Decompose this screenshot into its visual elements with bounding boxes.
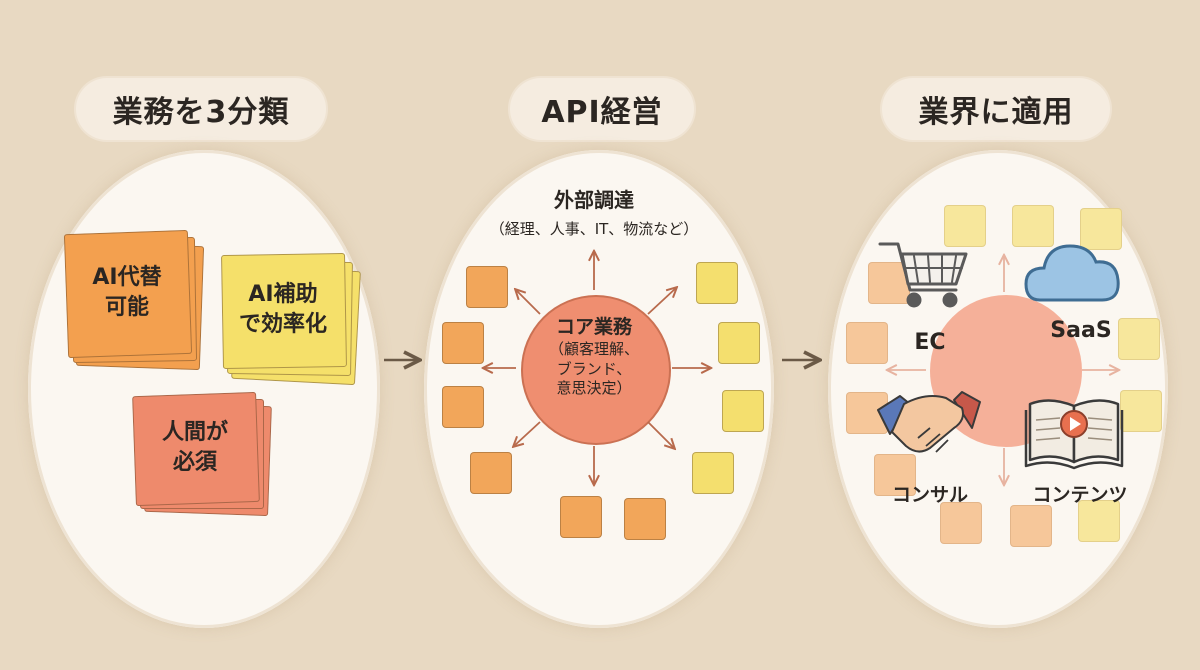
outsourced-task-square	[718, 322, 760, 364]
shopping-cart-icon	[878, 242, 968, 308]
background-square	[1010, 505, 1052, 547]
outsourced-task-square	[470, 452, 512, 494]
core-business-title: コア業務	[555, 316, 632, 338]
core-business-circle	[521, 295, 671, 445]
background-square	[1012, 205, 1054, 247]
classify-panel	[28, 150, 380, 628]
note-label: 人間が 必須	[161, 420, 228, 475]
outsourced-task-square	[560, 496, 602, 538]
cloud-icon	[1024, 244, 1120, 302]
background-square	[1118, 318, 1160, 360]
background-square	[944, 205, 986, 247]
outsourced-task-square	[442, 386, 484, 428]
core-business-detail: （顧客理解、 ブランド、 意思決定）	[548, 340, 639, 397]
section-title-classify: 業務を3分類	[76, 78, 326, 140]
open-book-play-icon	[1024, 399, 1124, 470]
handshake-icon	[877, 391, 981, 453]
section-title-text: API経営	[541, 95, 663, 130]
outsourced-task-square	[722, 390, 764, 432]
section-title-api: API経営	[510, 78, 694, 140]
outsource-title: 外部調達	[554, 188, 634, 212]
sticky-note-ai-replaceable: AI代替 可能	[63, 229, 205, 371]
section-title-text: 業務を3分類	[112, 95, 290, 130]
industry-label-saas: SaaS	[1050, 318, 1112, 343]
outsourced-task-square	[692, 452, 734, 494]
radiating-arrows	[484, 252, 710, 484]
background-square	[874, 454, 916, 496]
background-square	[1080, 208, 1122, 250]
note-label: AI代替 可能	[92, 265, 162, 320]
industry-label-contents: コンテンツ	[1032, 484, 1128, 506]
background-square	[846, 322, 888, 364]
background-square	[940, 502, 982, 544]
outsourced-task-square	[442, 322, 484, 364]
outsourced-task-square	[624, 498, 666, 540]
section-title-text: 業界に適用	[918, 95, 1074, 130]
outsourced-task-square	[466, 266, 508, 308]
background-square	[1120, 390, 1162, 432]
outsource-detail: （経理、人事、IT、物流など）	[489, 220, 699, 238]
industry-label-consulting: コンサル	[891, 484, 968, 506]
industry-label-ec: EC	[914, 330, 946, 355]
background-square	[1078, 500, 1120, 542]
faded-arrows	[888, 256, 1118, 484]
sticky-note-ai-assisted: AI補助 で効率化	[221, 252, 361, 386]
sticky-note-human-required: 人間が 必須	[132, 391, 272, 517]
section-title-industry: 業界に適用	[882, 78, 1110, 140]
outsourced-task-square	[696, 262, 738, 304]
note-label: AI補助 で効率化	[238, 282, 327, 337]
